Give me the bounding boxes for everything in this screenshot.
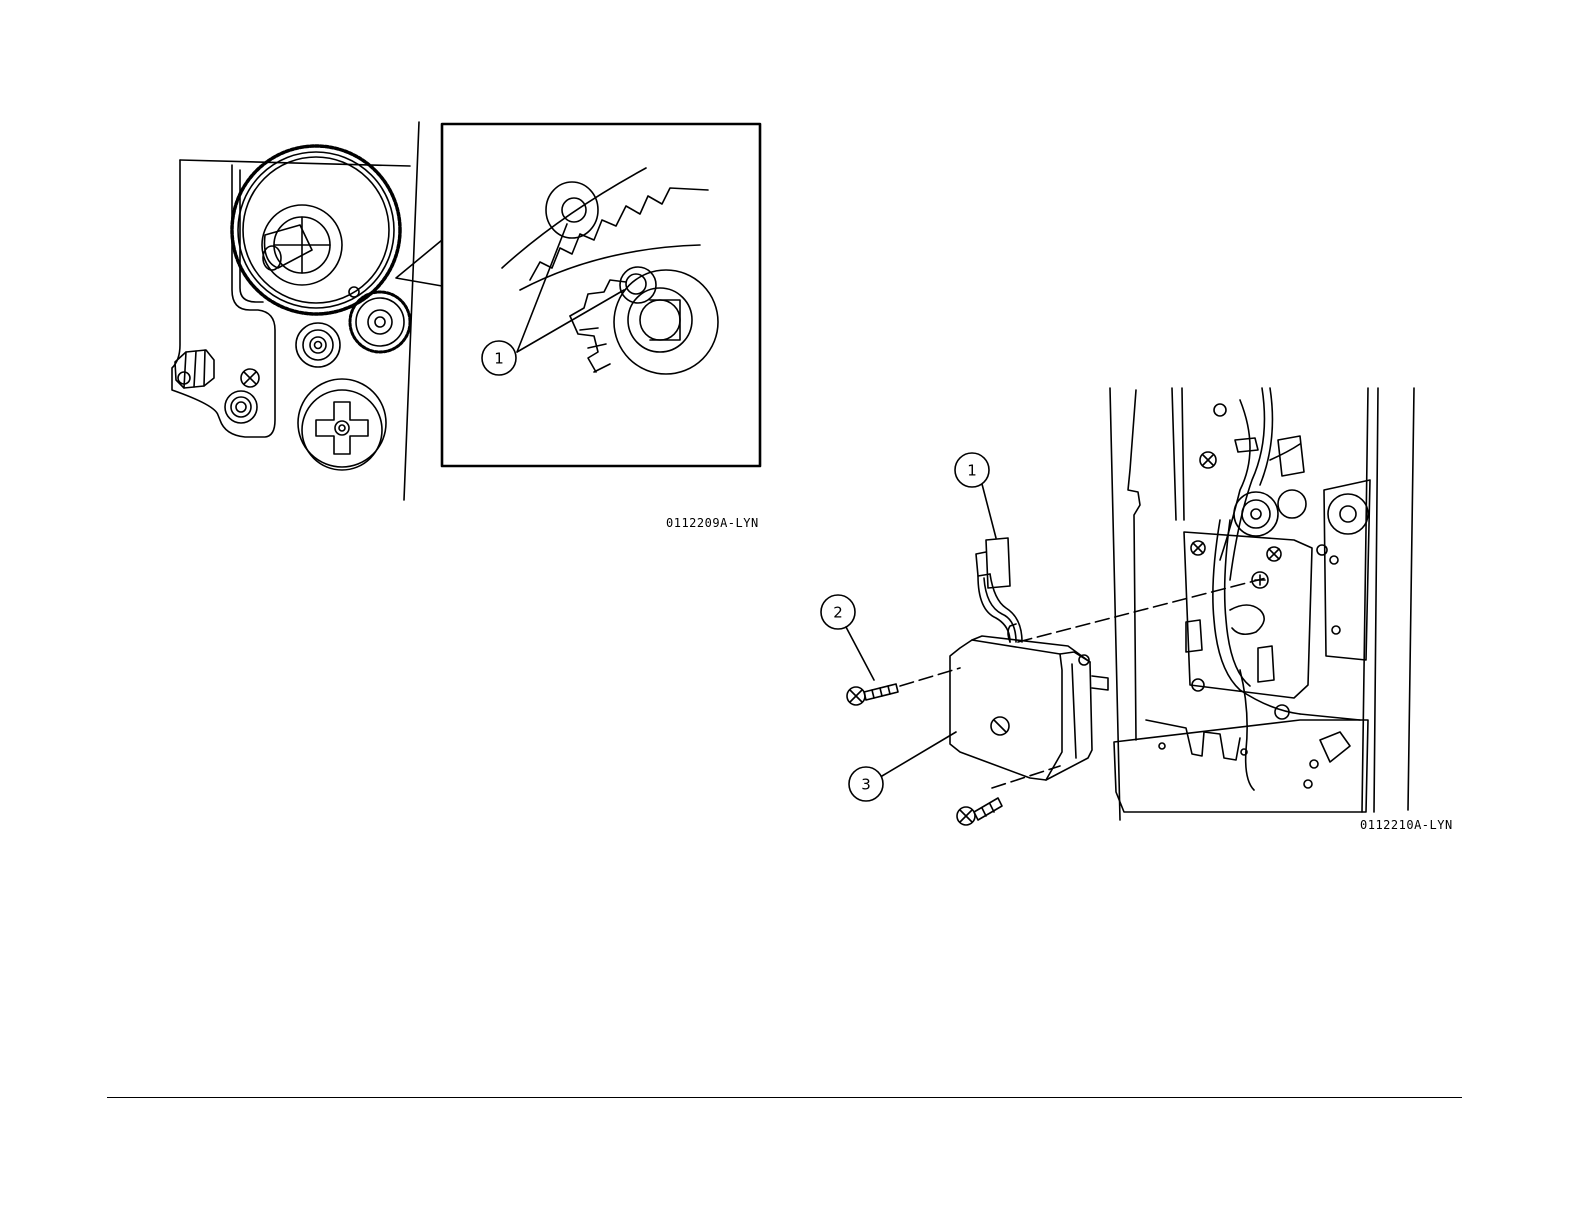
upper-mechanism — [1200, 388, 1368, 580]
callout-1-label: 1 — [967, 462, 977, 480]
alignment-line-upper — [1018, 578, 1266, 642]
large-gear-teeth — [232, 146, 400, 314]
stepper-motor — [950, 624, 1108, 780]
figure-id-label: 0112209A-LYN — [666, 516, 759, 530]
figure-gear-alignment: 1 0112209A-LYN — [0, 0, 800, 560]
callout-2-label: 2 — [833, 604, 843, 622]
mounting-screw-lower — [957, 798, 1002, 825]
side-plate — [172, 160, 275, 437]
figure-id-label: 0112210A-LYN — [1360, 818, 1453, 832]
callout-3-label: 3 — [861, 776, 871, 794]
detail-inset-frame — [442, 124, 760, 466]
small-drive-gear — [350, 292, 410, 352]
connector — [986, 538, 1010, 588]
callout-1-label: 1 — [494, 350, 504, 368]
bottom-plate — [1114, 720, 1368, 812]
gear-alignment-drawing: 1 — [0, 0, 800, 560]
bushing — [225, 391, 257, 423]
motor-removal-drawing: 1 2 3 — [800, 380, 1460, 850]
detail-inset-drawing — [502, 168, 718, 374]
footer-rule — [107, 1097, 1462, 1098]
frame-edge — [404, 122, 419, 500]
figure-motor-removal: 1 2 3 0112210A-LYN — [800, 380, 1460, 850]
mounting-screw-upper — [847, 684, 898, 705]
motor-mount-bracket — [1184, 532, 1312, 698]
